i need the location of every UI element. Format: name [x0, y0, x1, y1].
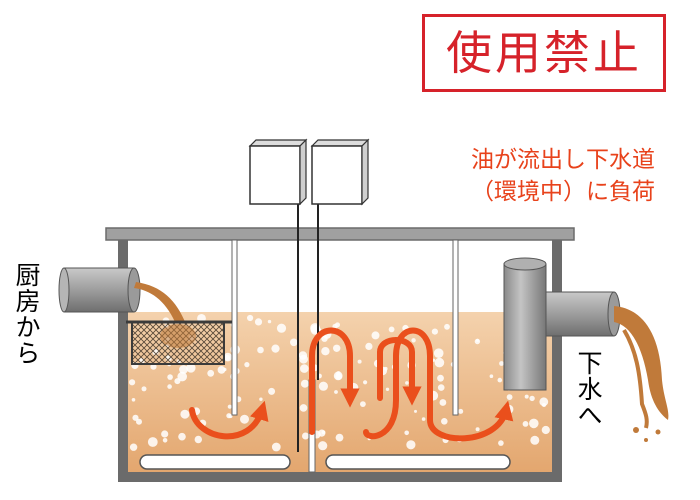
- outlet-flow: [614, 306, 669, 442]
- sediment-plate-right: [325, 454, 511, 470]
- control-box-icon: [248, 138, 308, 206]
- inlet-pipe: [58, 267, 141, 313]
- inlet-flow: [134, 282, 186, 324]
- sediment-plate-left: [139, 454, 291, 470]
- outlet-pipe: [503, 257, 621, 391]
- baffle-left: [231, 239, 238, 416]
- warning-line-1: 油が流出し下水道: [471, 147, 655, 173]
- warning-line-2: （環境中）に負荷: [471, 179, 655, 205]
- warning-text: 油が流出し下水道 （環境中）に負荷: [448, 144, 678, 208]
- outlet-label: 下水へ: [574, 350, 603, 428]
- control-box-icon: [310, 138, 370, 206]
- basket-icon: [126, 320, 232, 365]
- tank-lid: [105, 227, 575, 241]
- stamp-text: 使用禁止: [446, 26, 642, 80]
- baffle-right: [452, 239, 459, 416]
- inlet-label: 厨房から: [12, 262, 41, 366]
- flow-arrow-icon: [189, 327, 514, 442]
- disuse-stamp: 使用禁止: [422, 14, 666, 92]
